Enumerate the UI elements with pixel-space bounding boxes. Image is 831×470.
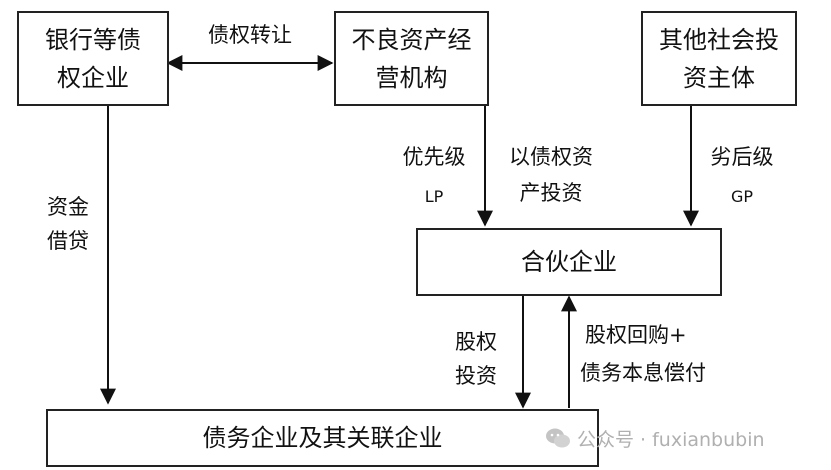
junior-label: 劣后级	[710, 145, 774, 169]
debtor-node: 债务企业及其关联企业	[46, 409, 599, 467]
debtor-node-label: 债务企业及其关联企业	[202, 424, 443, 452]
buyback-label-line1: 股权回购+	[585, 323, 687, 347]
buyback-label-line2: 债务本息偿付	[580, 361, 706, 385]
transfer-label: 债权转让	[208, 23, 292, 47]
npl-agency-node: 不良资产经营机构	[334, 11, 489, 106]
partnership-node-label: 合伙企业	[521, 248, 617, 276]
invest-label-line2: 产投资	[519, 181, 583, 205]
bank-node: 银行等债权企业	[17, 11, 169, 106]
wechat-icon	[546, 428, 570, 448]
equity-label: 股权投资	[455, 330, 497, 388]
other-investor-node-label: 其他社会投资主体	[659, 25, 779, 92]
senior-label: 优先级	[402, 145, 466, 169]
watermark: 公众号 · fuxianbubin	[545, 422, 830, 454]
senior-lp-label: LP	[424, 187, 444, 206]
loan-label: 资金借贷	[47, 195, 89, 253]
npl-agency-node-label: 不良资产经营机构	[351, 25, 472, 92]
watermark-text: 公众号 · fuxianbubin	[577, 428, 765, 451]
bank-node-label: 银行等债权企业	[45, 25, 141, 92]
junior-gp-label: GP	[730, 187, 754, 206]
invest-label-line1: 以债权资	[509, 145, 593, 169]
other-investor-node: 其他社会投资主体	[641, 11, 797, 106]
partnership-node: 合伙企业	[416, 228, 722, 296]
